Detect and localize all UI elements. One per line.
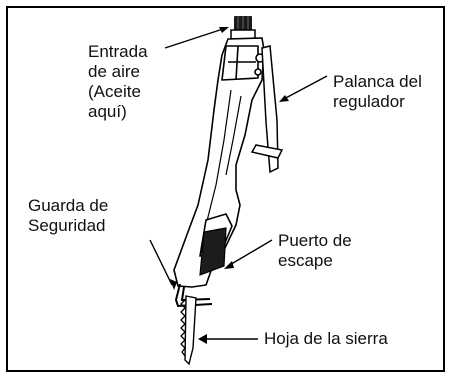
label-safety-guard: Guarda de Seguridad	[28, 196, 109, 235]
arrowhead-exhaust-port	[224, 261, 234, 269]
air-inlet-fitting	[230, 16, 256, 40]
arrowhead-safety-guard	[170, 279, 177, 290]
label-throttle-lever: Palanca del regulador	[333, 72, 422, 111]
arrowhead-throttle-lever	[279, 95, 289, 102]
saw-blade	[180, 295, 197, 366]
arrowhead-saw-blade	[198, 334, 207, 344]
leader-exhaust-port	[227, 239, 273, 267]
label-air-inlet: Entrada de aire (Aceite aquí)	[88, 42, 148, 121]
arrowhead-air-inlet	[219, 27, 229, 33]
leader-air-inlet	[164, 27, 227, 49]
leader-throttle-lever	[281, 75, 328, 101]
throttle-lever	[250, 45, 284, 174]
exhaust-port	[199, 227, 227, 276]
label-saw-blade: Hoja de la sierra	[264, 329, 388, 348]
leader-safety-guard	[149, 239, 173, 286]
label-exhaust-port: Puerto de escape	[278, 231, 352, 270]
